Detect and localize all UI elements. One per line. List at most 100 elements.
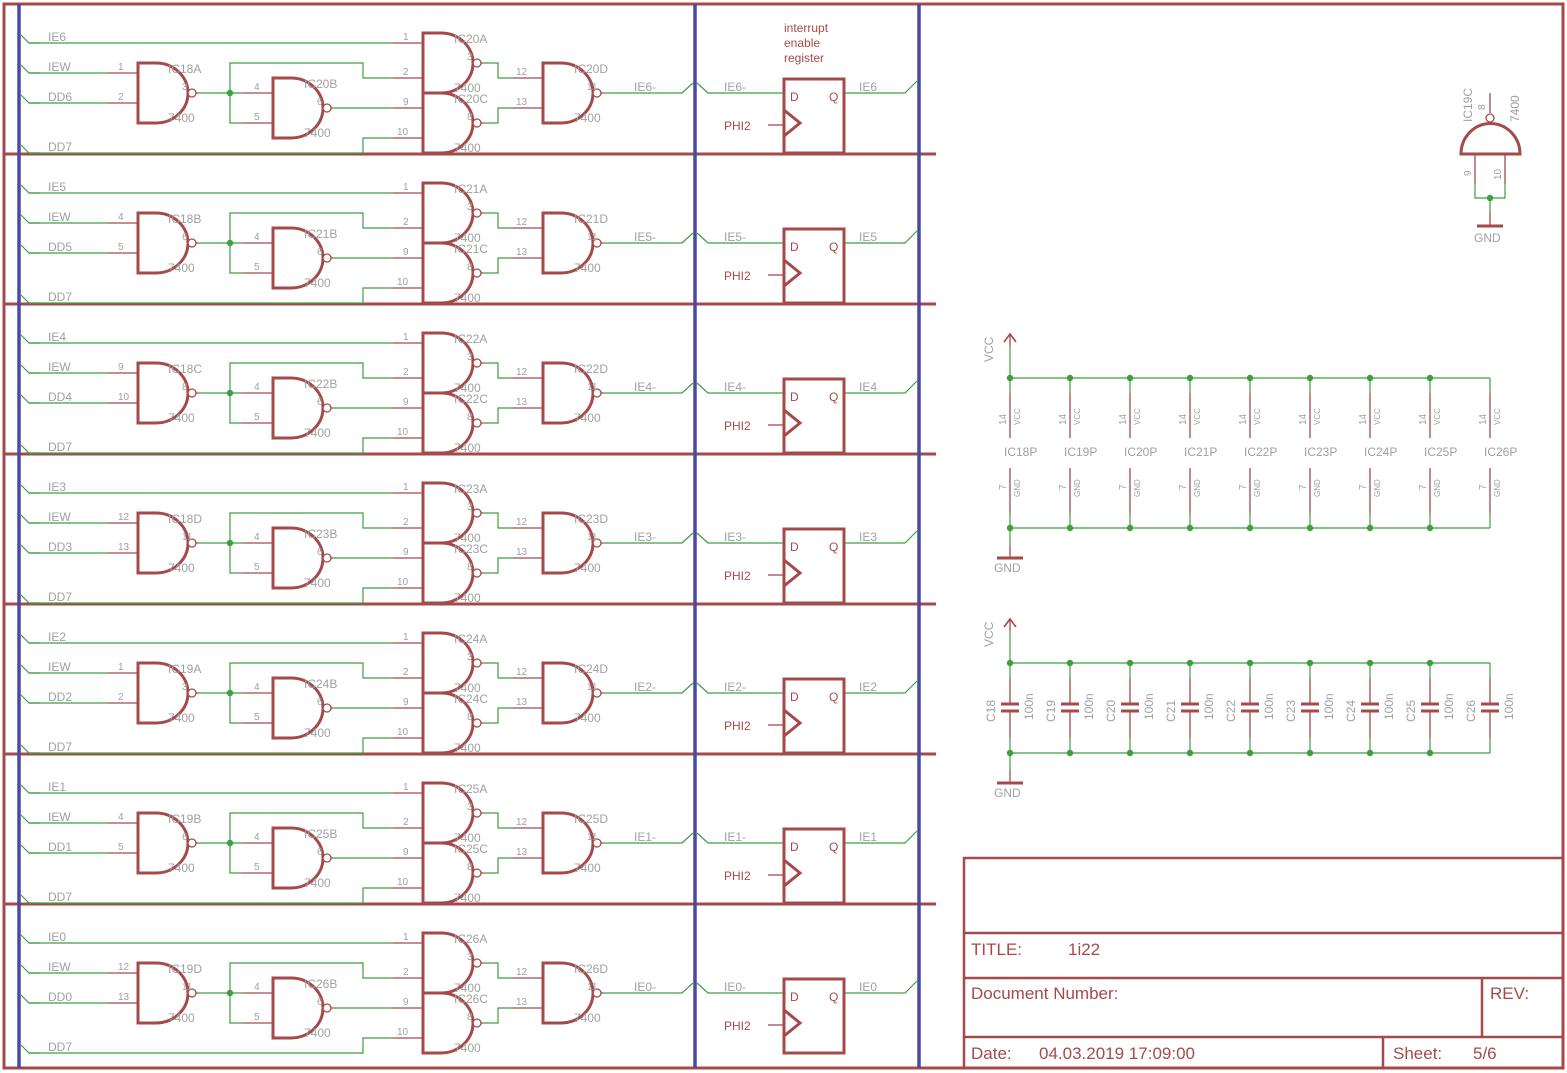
bus-entry — [20, 394, 40, 404]
pin-number: 3 — [467, 52, 473, 63]
ff-output-net-label: IE5 — [859, 230, 877, 244]
pin-number: 14 — [1298, 413, 1309, 425]
bus-entry — [20, 634, 40, 644]
nand-body — [541, 661, 595, 725]
inversion-bubble — [472, 1018, 482, 1028]
clock-triangle — [783, 108, 803, 138]
gate-value: 7400 — [574, 861, 601, 875]
gate-name: IC22A — [454, 332, 487, 346]
pin-number: 8 — [467, 262, 473, 273]
pin-number: 6 — [317, 397, 323, 408]
wire — [696, 682, 783, 694]
row-ie1: IE1IEWDD1DD745IC19B6740045IC25B6740012IC… — [20, 780, 918, 905]
pin-number: 7 — [1178, 484, 1189, 490]
gate-name: IC21B — [304, 227, 337, 241]
bus-entry — [20, 894, 40, 904]
cap-value: 100n — [1262, 693, 1276, 720]
gate-value: 7400 — [454, 681, 481, 695]
pin-number: 1 — [118, 662, 124, 673]
inversion-bubble — [322, 703, 332, 713]
pin-number: 4 — [254, 682, 260, 693]
gate-name: IC21A — [454, 182, 487, 196]
nand-body — [541, 61, 595, 125]
pin-number: 4 — [254, 382, 260, 393]
pin-number: 11 — [587, 232, 598, 243]
pin-number: 5 — [118, 842, 124, 853]
cap-name: C19 — [1044, 700, 1058, 722]
gate-value: 7400 — [168, 711, 195, 725]
logic-rows: IE6IEWDD6DD712IC18A3740045IC20B6740012IC… — [20, 21, 918, 1055]
inversion-bubble — [472, 868, 482, 878]
bus-entry — [20, 934, 40, 944]
power-part-name: IC24P — [1364, 445, 1397, 459]
pin-number: 14 — [1358, 413, 1369, 425]
d-flipflop-body — [782, 77, 846, 155]
wire — [483, 1007, 513, 1024]
gate-name: IC18A — [168, 62, 201, 76]
pin-number: 3 — [182, 682, 188, 693]
wire — [483, 662, 513, 679]
pin-number: 7 — [1118, 484, 1129, 490]
pin-number: 4 — [254, 832, 260, 843]
nand-gate-ic19a — [136, 661, 197, 725]
wire — [696, 82, 783, 94]
pin-number: 10 — [397, 127, 409, 138]
pin-name: GND — [1013, 479, 1022, 497]
inversion-bubble — [322, 253, 332, 263]
pin-number: 14 — [1478, 413, 1489, 425]
row-ie2: IE2IEWDD2DD712IC19A3740045IC24B6740012IC… — [20, 630, 918, 755]
clock-triangle — [783, 708, 803, 738]
register-note-line: interrupt — [784, 21, 829, 35]
gate-name: IC22C — [454, 392, 488, 406]
gate-value: 7400 — [574, 411, 601, 425]
nand-body — [136, 811, 190, 875]
pin-number: 2 — [118, 692, 124, 703]
gate-value: 7400 — [454, 1041, 481, 1055]
wire — [229, 93, 243, 124]
inversion-bubble — [187, 388, 197, 398]
pin-number: 11 — [182, 532, 193, 543]
gate-name: IC22D — [574, 362, 608, 376]
wire — [229, 362, 393, 393]
pin-number: 7 — [1478, 484, 1489, 490]
ff-clock-label: PHI2 — [724, 569, 751, 583]
pin-number: 14 — [998, 413, 1009, 425]
iew-net-label: IEW — [48, 60, 71, 74]
pin-number: 11 — [182, 982, 193, 993]
wire — [603, 682, 694, 694]
pin-number: 3 — [182, 82, 188, 93]
nand-gate-ic21c — [421, 241, 482, 305]
pin-number: 9 — [403, 247, 409, 258]
bus-entry — [20, 144, 40, 154]
nand-body — [136, 361, 190, 425]
pin-number: 13 — [516, 997, 528, 1008]
gate-name: IC25C — [454, 842, 488, 856]
row-ie4: IE4IEWDD4DD7910IC18C8740045IC22B6740012I… — [20, 330, 918, 455]
bus-entry — [20, 484, 40, 494]
pin-number: 6 — [317, 697, 323, 708]
wire — [483, 812, 513, 829]
ie-net-label: IE1 — [48, 780, 66, 794]
wire — [229, 993, 243, 1024]
pin-name: GND — [1193, 479, 1202, 497]
pin-number: 6 — [317, 547, 323, 558]
bus-entry — [20, 64, 40, 74]
wire — [845, 80, 918, 94]
title-label: TITLE: — [971, 940, 1022, 959]
dd-net-label: DD0 — [48, 990, 72, 1004]
pin-number: 1 — [403, 782, 409, 793]
inversion-bubble — [472, 58, 482, 68]
iew-net-label: IEW — [48, 810, 71, 824]
nand-body — [421, 991, 475, 1055]
pin-name: VCC — [1433, 408, 1442, 425]
pin-number: 8 — [1477, 104, 1488, 110]
pin-number: 1 — [403, 482, 409, 493]
pin-number: 10 — [1493, 168, 1504, 180]
gate-name: IC26A — [454, 932, 487, 946]
